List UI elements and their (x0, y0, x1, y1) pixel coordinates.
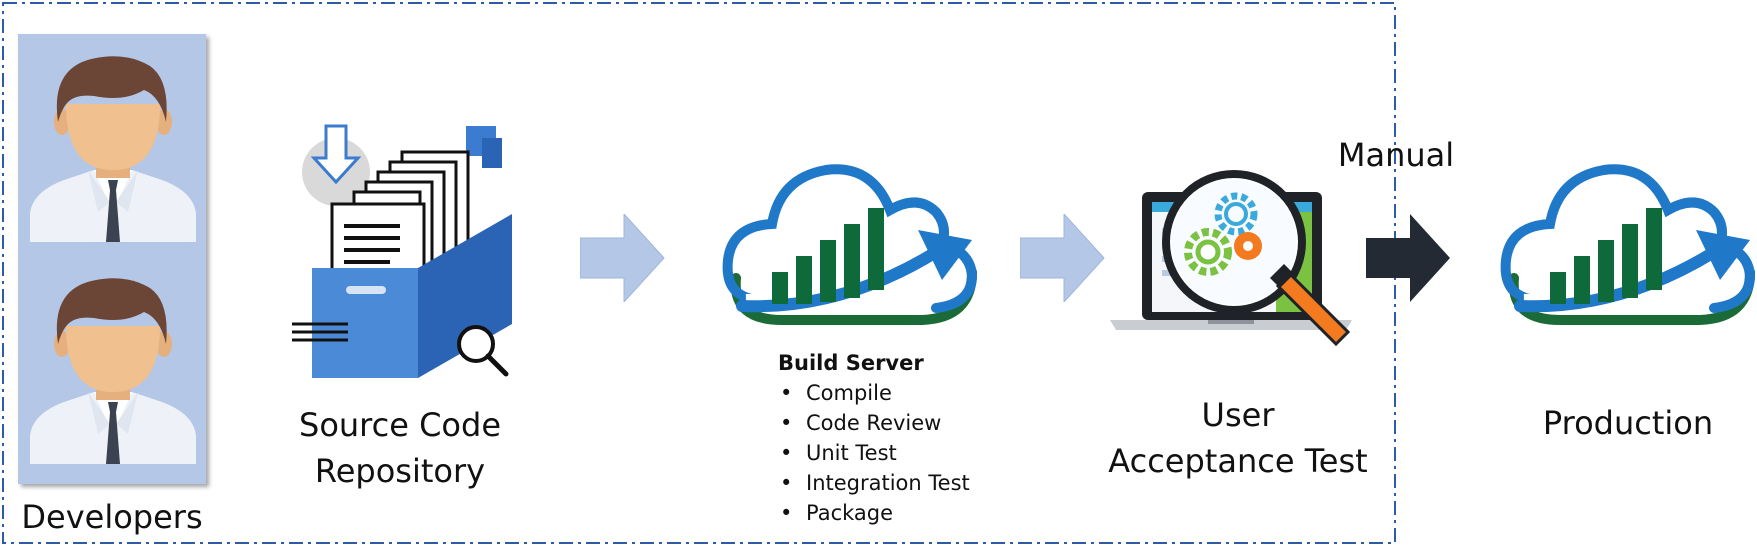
transition-arrow (1020, 214, 1105, 302)
production-label: Production (1542, 404, 1714, 442)
uat-label-line2: Acceptance Test (1108, 442, 1368, 480)
build-server-steps: Compile Code Review Unit Test Integratio… (778, 378, 1008, 528)
manual-transition-arrow (1366, 214, 1450, 302)
uat-label: User Acceptance Test (1098, 392, 1378, 484)
manual-label: Manual (1337, 136, 1455, 174)
uat-label-line1: User (1201, 396, 1275, 434)
cloud-growth-chart-icon (722, 164, 978, 325)
build-server-title: Build Server (778, 351, 924, 375)
build-server-details: Build Server Compile Code Review Unit Te… (778, 348, 1008, 528)
repository-label: Source Code Repository (280, 402, 520, 494)
developers-label: Developers (21, 498, 203, 536)
build-step-item: Code Review (778, 408, 1008, 438)
developer-avatar-icon (30, 278, 196, 464)
transition-arrow (580, 214, 665, 302)
file-archive-box-icon (292, 124, 512, 378)
build-step-item: Package (778, 498, 1008, 528)
build-step-item: Integration Test (778, 468, 1008, 498)
build-step-item: Compile (778, 378, 1008, 408)
repository-label-line1: Source Code (299, 406, 501, 444)
build-step-item: Unit Test (778, 438, 1008, 468)
repository-label-line2: Repository (314, 452, 486, 490)
cloud-growth-chart-icon (1500, 164, 1756, 325)
developer-avatar-icon (30, 56, 196, 242)
laptop-magnifier-icon (1110, 170, 1352, 347)
